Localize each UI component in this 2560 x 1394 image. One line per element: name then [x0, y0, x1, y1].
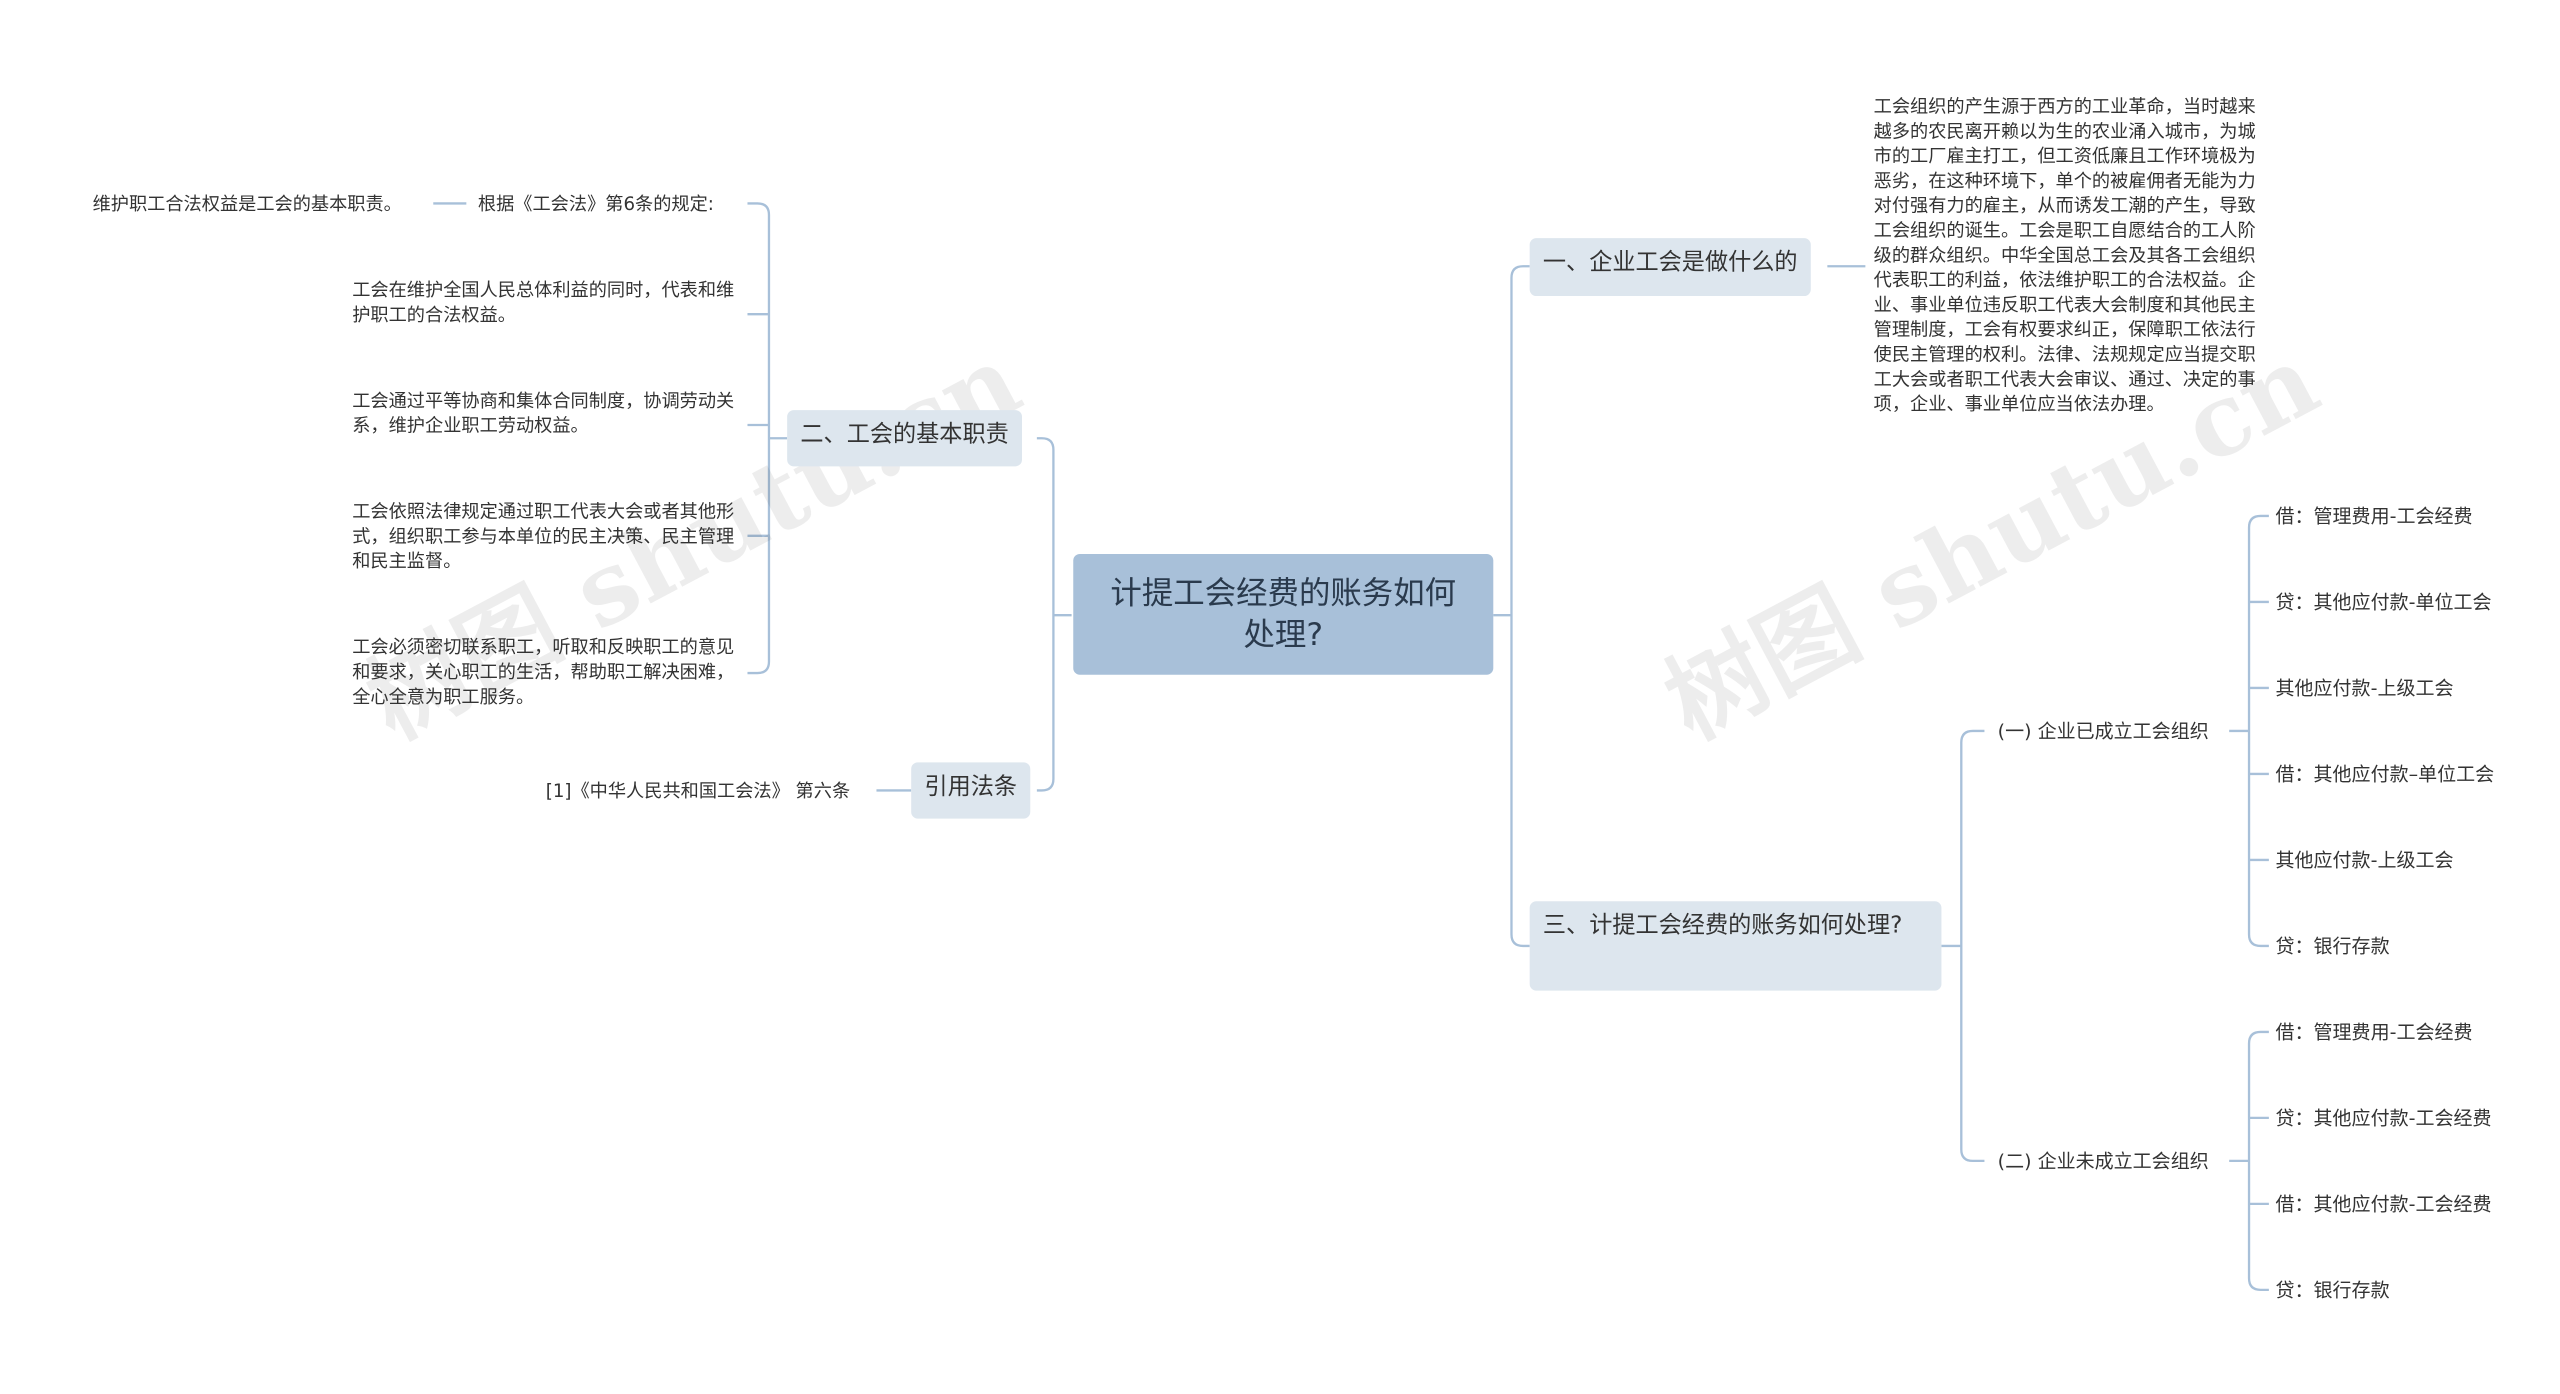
acc-g2-entry: 贷：银行存款	[2275, 1278, 2390, 1302]
branch-accounting[interactable]: 三、计提工会经费的账务如何处理?	[1529, 901, 1942, 991]
link-g2-bracket	[2247, 1030, 2269, 1292]
root-topic[interactable]: 计提工会经费的账务如何处理?	[1073, 553, 1494, 675]
duty-item-1-child: 维护职工合法权益是工会的基本职责。	[92, 193, 402, 215]
branch-accounting-label: 三、计提工会经费的账务如何处理?	[1542, 912, 1903, 940]
branch-what-detail: 工会组织的产生源于西方的工业革命，当时越来越多的农民离开赖以为生的农业涌入城市，…	[1873, 95, 2256, 416]
duty-item-1: 根据《工会法》第6条的规定:	[477, 193, 714, 215]
acc-g1-entry: 借：管理费用-工会经费	[2275, 504, 2473, 528]
acc-g1-entry: 其他应付款-上级工会	[2275, 676, 2454, 700]
law-item: [1]《中华人民共和国工会法》 第六条	[545, 780, 851, 803]
link-left-trunk	[1036, 437, 1055, 792]
branch-duty[interactable]: 二、工会的基本职责	[787, 410, 1022, 467]
acc-g2-entry: 贷：其他应付款-工会经费	[2275, 1106, 2492, 1130]
acc-g1-entry: 借：其他应付款–单位工会	[2275, 762, 2495, 786]
duty-item-4: 工会依照法律规定通过职工代表大会或者其他形式，组织职工参与本单位的民主决策、民主…	[352, 501, 735, 573]
acc-group-1: (一) 企业已成立工会组织	[1997, 719, 2209, 743]
branch-what-label: 一、企业工会是做什么的	[1542, 249, 1798, 277]
root-title: 计提工会经费的账务如何处理?	[1110, 574, 1457, 653]
link-g1-bracket	[2247, 514, 2269, 948]
acc-g1-entry: 贷：银行存款	[2275, 934, 2390, 958]
duty-item-2: 工会在维护全国人民总体利益的同时，代表和维护职工的合法权益。	[352, 279, 735, 326]
duty-item-3: 工会通过平等协商和集体合同制度，协调劳动关系，维护企业职工劳动权益。	[352, 390, 735, 437]
acc-g2-entry: 借：其他应付款-工会经费	[2275, 1192, 2492, 1216]
acc-g2-entry: 借：管理费用-工会经费	[2275, 1020, 2473, 1044]
branch-what[interactable]: 一、企业工会是做什么的	[1529, 238, 1811, 297]
branch-duty-label: 二、工会的基本职责	[800, 421, 1009, 449]
branch-law[interactable]: 引用法条	[911, 762, 1031, 819]
branch-law-label: 引用法条	[924, 773, 1018, 801]
link-right-trunk	[1510, 265, 1530, 948]
acc-g1-entry: 贷：其他应付款-单位工会	[2275, 590, 2492, 614]
acc-group-2: (二) 企业未成立工会组织	[1997, 1149, 2209, 1173]
acc-g1-entry: 其他应付款-上级工会	[2275, 848, 2454, 872]
link-duty-bracket	[747, 202, 771, 675]
link-acc-bracket	[1960, 729, 1985, 1163]
duty-item-5: 工会必须密切联系职工，听取和反映职工的意见和要求，关心职工的生活，帮助职工解决困…	[352, 636, 735, 708]
